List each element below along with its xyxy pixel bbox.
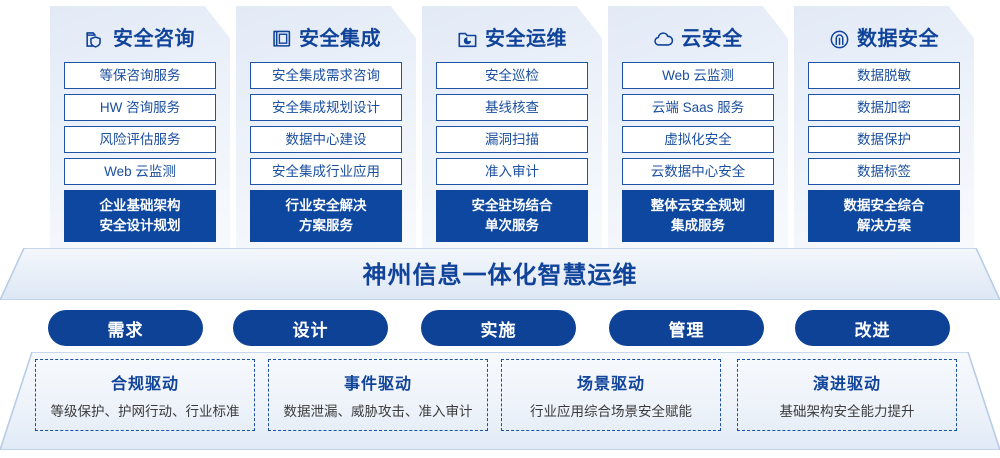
service-item[interactable]: 安全巡检 (436, 62, 588, 89)
driver-title: 场景驱动 (576, 376, 645, 393)
driver-card-scenario[interactable]: 场景驱动 行业应用综合场景安全赋能 (501, 359, 721, 431)
service-item[interactable]: 数据保护 (808, 126, 960, 153)
driver-card-compliance[interactable]: 合规驱动 等级保护、护网行动、行业标准 (35, 359, 255, 431)
driver-description: 数据泄漏、威胁攻击、准入审计 (283, 404, 473, 419)
pillar-footer-line: 集成服务 (671, 217, 725, 233)
pillar-title: 安全运维 (485, 28, 567, 50)
pillar-service-list: 等保咨询服务 HW 咨询服务 风险评估服务 Web 云监测 (50, 62, 230, 185)
pillar-title: 安全集成 (299, 28, 381, 50)
phase-pill-demand[interactable]: 需求 (48, 310, 203, 346)
service-item[interactable]: 基线核查 (436, 94, 588, 121)
driver-description: 行业应用综合场景安全赋能 (530, 404, 692, 419)
driver-description: 等级保护、护网行动、行业标准 (50, 404, 240, 419)
pillar-card-data-security[interactable]: 数据安全 数据脱敏 数据加密 数据保护 数据标签 数据安全综合 解决方案 (794, 6, 974, 254)
pillar-footer-line: 单次服务 (485, 217, 539, 233)
phase-pill-improvement[interactable]: 改进 (795, 310, 950, 346)
pillar-service-list: 安全巡检 基线核查 漏洞扫描 准入审计 (422, 62, 602, 185)
service-pillars-row: 安全咨询 等保咨询服务 HW 咨询服务 风险评估服务 Web 云监测 企业基础架… (0, 6, 1000, 254)
pillar-header: 安全集成 (236, 16, 416, 62)
driver-card-evolution[interactable]: 演进驱动 基础架构安全能力提升 (737, 359, 957, 431)
lifecycle-phase-row: 需求 设计 实施 管理 改进 (0, 310, 1000, 346)
pillar-footer-highlight[interactable]: 安全驻场结合 单次服务 (436, 190, 588, 243)
pillar-card-security-integration[interactable]: 安全集成 安全集成需求咨询 安全集成规划设计 数据中心建设 安全集成行业应用 行… (236, 6, 416, 254)
driver-row: 合规驱动 等级保护、护网行动、行业标准 事件驱动 数据泄漏、威胁攻击、准入审计 … (0, 352, 1000, 450)
cloud-icon (654, 31, 674, 46)
service-item[interactable]: 安全集成行业应用 (250, 158, 402, 185)
pillar-footer-line: 解决方案 (857, 217, 911, 233)
driver-card-incident[interactable]: 事件驱动 数据泄漏、威胁攻击、准入审计 (268, 359, 488, 431)
pillar-footer-line: 方案服务 (299, 217, 353, 233)
pillar-service-list: 安全集成需求咨询 安全集成规划设计 数据中心建设 安全集成行业应用 (236, 62, 416, 185)
pillar-title: 数据安全 (857, 28, 939, 50)
service-item[interactable]: Web 云监测 (622, 62, 774, 89)
pillar-footer-line: 安全设计规划 (99, 217, 181, 233)
phase-pill-management[interactable]: 管理 (609, 310, 764, 346)
service-item[interactable]: 安全集成规划设计 (250, 94, 402, 121)
pillar-header: 云安全 (608, 16, 788, 62)
pillar-footer-highlight[interactable]: 企业基础架构 安全设计规划 (64, 190, 216, 243)
service-item[interactable]: 数据标签 (808, 158, 960, 185)
pillar-footer-line: 行业安全解决 (285, 198, 367, 213)
service-item[interactable]: 云数据中心安全 (622, 158, 774, 185)
service-item[interactable]: 安全集成需求咨询 (250, 62, 402, 89)
service-item[interactable]: 虚拟化安全 (622, 126, 774, 153)
phase-pill-implementation[interactable]: 实施 (421, 310, 576, 346)
platform-banner: 神州信息一体化智慧运维 (0, 248, 1000, 300)
service-item[interactable]: 数据中心建设 (250, 126, 402, 153)
driver-title: 事件驱动 (343, 376, 412, 393)
pillar-footer-line: 整体云安全规划 (650, 198, 746, 213)
pillar-title: 云安全 (681, 28, 743, 50)
pillar-footer-highlight[interactable]: 整体云安全规划 集成服务 (622, 190, 774, 243)
service-item[interactable]: 风险评估服务 (64, 126, 216, 153)
service-item[interactable]: Web 云监测 (64, 158, 216, 185)
pillar-header: 数据安全 (794, 16, 974, 62)
driver-title: 演进驱动 (812, 376, 881, 393)
folder-chart-icon (458, 32, 477, 47)
pillar-header: 安全咨询 (50, 16, 230, 62)
pillar-card-cloud-security[interactable]: 云安全 Web 云监测 云端 Saas 服务 虚拟化安全 云数据中心安全 整体云… (608, 6, 788, 254)
service-item[interactable]: 数据脱敏 (808, 62, 960, 89)
pillar-header: 安全运维 (422, 16, 602, 62)
service-item[interactable]: 漏洞扫描 (436, 126, 588, 153)
pillar-footer-highlight[interactable]: 数据安全综合 解决方案 (808, 190, 960, 243)
pillar-footer-line: 数据安全综合 (843, 198, 925, 213)
service-item[interactable]: 准入审计 (436, 158, 588, 185)
pillar-service-list: Web 云监测 云端 Saas 服务 虚拟化安全 云数据中心安全 (608, 62, 788, 185)
pillar-footer-line: 安全驻场结合 (471, 198, 553, 213)
service-item[interactable]: HW 咨询服务 (64, 94, 216, 121)
service-item[interactable]: 数据加密 (808, 94, 960, 121)
platform-banner-title: 神州信息一体化智慧运维 (362, 261, 638, 289)
pillar-footer-highlight[interactable]: 行业安全解决 方案服务 (250, 190, 402, 243)
pillar-service-list: 数据脱敏 数据加密 数据保护 数据标签 (794, 62, 974, 185)
phase-pill-design[interactable]: 设计 (233, 310, 388, 346)
driver-description: 基础架构安全能力提升 (779, 404, 915, 419)
pillar-footer-line: 企业基础架构 (99, 198, 181, 213)
pillar-card-security-consulting[interactable]: 安全咨询 等保咨询服务 HW 咨询服务 风险评估服务 Web 云监测 企业基础架… (50, 6, 230, 254)
folder-shield-icon (86, 31, 101, 48)
service-item[interactable]: 等保咨询服务 (64, 62, 216, 89)
documents-stack-icon (273, 30, 291, 47)
driver-title: 合规驱动 (110, 376, 179, 393)
fingerprint-icon (830, 30, 849, 48)
pillar-card-security-operations[interactable]: 安全运维 安全巡检 基线核查 漏洞扫描 准入审计 安全驻场结合 单次服务 (422, 6, 602, 254)
pillar-title: 安全咨询 (113, 28, 195, 50)
service-item[interactable]: 云端 Saas 服务 (622, 94, 774, 121)
